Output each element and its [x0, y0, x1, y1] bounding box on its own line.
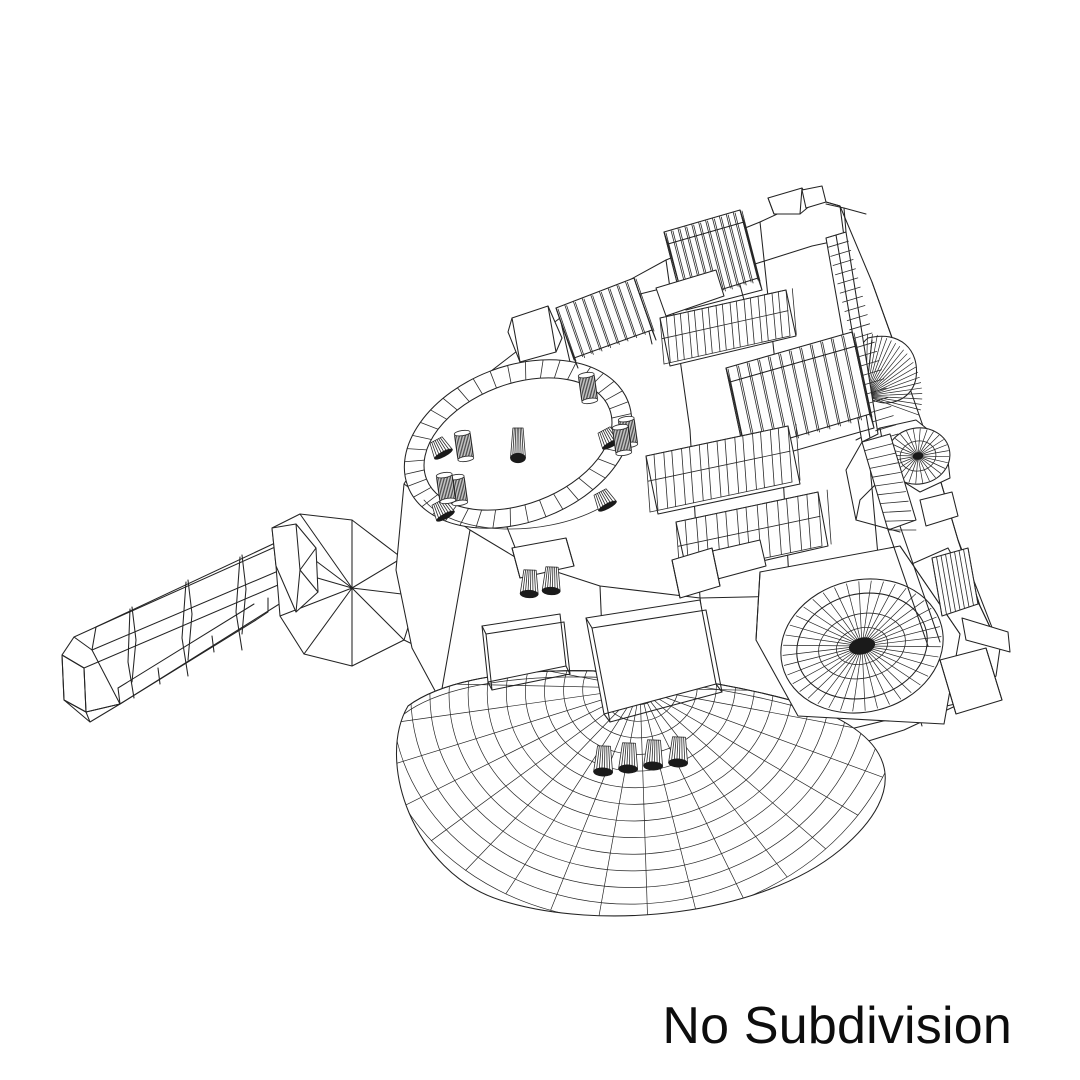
crater-nozzles: [429, 426, 621, 522]
parabolic-dish: [395, 670, 886, 917]
thruster-cluster-lower: [593, 736, 688, 777]
thruster-pair-mid: [511, 537, 575, 599]
crater-vents: [435, 371, 639, 507]
step-fins: [555, 277, 656, 368]
misc-struts: [826, 204, 959, 532]
hull-plate-left: [481, 613, 570, 690]
radial-antenna: [755, 545, 961, 725]
upper-blocks: [507, 185, 827, 363]
faceted-yoke: [271, 513, 486, 672]
hull-plate-right: [585, 599, 722, 722]
right-lower-blocks: [671, 539, 1011, 715]
small-dish-side: [856, 419, 951, 520]
greeble-strip-b: [645, 423, 801, 515]
radiator-fins-b: [725, 331, 874, 464]
parabolic-dish-mesh: [396, 670, 886, 916]
render-caption: No Subdivision: [662, 997, 1012, 1055]
greeble-strip-a: [659, 288, 797, 367]
